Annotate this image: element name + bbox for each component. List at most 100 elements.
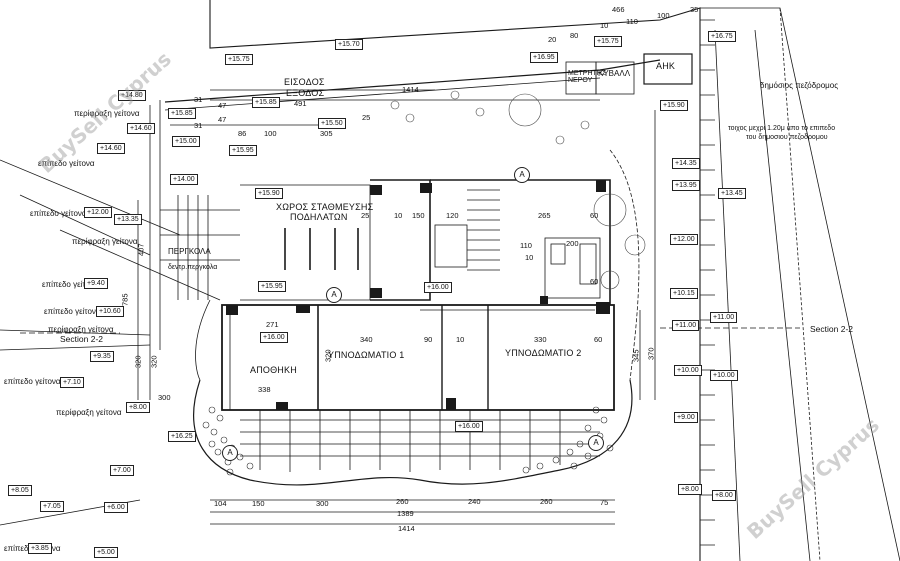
level-marker: +16.95 [530,52,558,63]
level-marker: +8.00 [712,490,736,501]
dimension-label: 300 [158,393,171,402]
planter-marker: A [588,435,604,451]
neighbor-level-label: επίπεδο γείτονα [38,159,95,168]
dimension-label: 104 [214,499,227,508]
level-marker: +10.00 [710,370,738,381]
dimension-label: 150 [252,499,265,508]
dimension-label: 80 [570,31,579,40]
dimension-label: 240 [468,497,481,506]
neighbor-level-label: επίπεδο γείτονα [42,280,99,289]
level-marker: +11.00 [672,320,700,331]
level-marker: +9.35 [90,351,114,362]
dimension-label: 407 [136,243,146,257]
dimension-label: 271 [266,320,279,329]
dimension-label: 320 [149,355,159,369]
dimension-label: 260 [396,497,409,506]
dimension-label: 320 [323,349,333,363]
dimension-label: 466 [612,5,625,14]
parking-label-line2: ΠΟΔΗΛΑΤΩΝ [290,212,348,222]
neighbor-level-label: επίπεδο γείτονα [44,307,101,316]
level-marker: +15.00 [172,136,200,147]
dimension-label: 120 [446,211,459,220]
level-marker: +9.40 [84,278,108,289]
dimension-label: 35 [690,5,699,14]
level-marker: +14.35 [672,158,700,169]
level-marker: +8.00 [678,484,702,495]
dimension-label: 100 [657,11,670,20]
dimension-label: 10 [600,21,609,30]
level-marker: +12.00 [84,207,112,218]
dimension-label: 330 [534,335,547,344]
dimension-label: 1389 [397,509,414,518]
level-marker: +12.00 [670,234,698,245]
dimension-label: 75 [600,498,609,507]
level-marker: +15.85 [168,108,196,119]
level-marker: +6.00 [104,502,128,513]
dimension-label: 338 [258,385,271,394]
dimension-label: 10 [456,335,465,344]
level-marker: +16.25 [168,431,196,442]
dimension-label: 150 [412,211,425,220]
dimension-label: 60 [590,211,599,220]
neighbor-level-label: επίπεδο γείτονα [4,377,61,386]
level-marker: +15.50 [318,118,346,129]
dimension-label: 110 [520,241,532,250]
dimension-label: 110 [626,17,638,26]
level-marker: +8.00 [126,402,150,413]
level-marker: +16.00 [455,421,483,432]
level-marker: +13.35 [114,214,142,225]
meter-label: ΜΕΤΡΗΤΗΣ ΝΕΡΟΥ [568,70,607,84]
dimension-label: 25 [361,211,370,220]
dimension-label: 47 [218,101,227,110]
level-marker: +13.95 [672,180,700,191]
dimension-label: 1414 [398,524,415,533]
dimension-label: 265 [538,211,551,220]
dimension-label: 200 [566,239,579,248]
neighbor-fence-label: περίφραξη γείτονα [74,109,140,118]
dimension-label: 90 [424,335,433,344]
wall-note-line2: του δημοσιου πεζοδρομου [746,134,828,141]
level-marker: +11.00 [710,312,738,323]
level-marker: +15.90 [660,100,688,111]
dimension-label: 100 [264,129,277,138]
wall-note-line1: τοιχος μεχρι 1.20μ απο το επιπεδο [728,125,836,132]
level-marker: +7.05 [40,501,64,512]
parking-label-line1: ΧΩΡΟΣ ΣΤΑΘΜΕΥΣΗΣ [276,202,374,212]
level-marker: +5.00 [94,547,118,558]
level-marker: +15.90 [255,188,283,199]
section-left-label: Section 2-2 [60,334,103,344]
bedroom-1-label: ΥΠΝΟΔΩΜΑΤΙΟ 1 [328,350,405,360]
dimension-label: 305 [320,129,333,138]
neighbor-fence-label: περίφραξη γείτονα [48,325,114,334]
section-right-label: Section 2-2 [810,324,853,334]
planter-marker: A [326,287,342,303]
level-marker: +10.00 [674,365,702,376]
level-marker: +16.75 [708,31,736,42]
tree-note-label: δεντρ.περγκολα [168,264,218,271]
dimension-label: 10 [525,253,534,262]
dimension-label: 60 [594,335,603,344]
dimension-label: 340 [360,335,373,344]
level-marker: +7.00 [110,465,134,476]
dimension-label: 320 [133,355,143,369]
public-sidewalk-label: δημόσιος πεζόδρομος [760,81,839,90]
exit-label: ΕΞΟΔΟΣ [286,88,325,98]
dimension-label: 31 [194,121,203,130]
level-marker: +15.70 [335,39,363,50]
level-marker: +15.75 [594,36,622,47]
level-marker: +16.00 [260,332,288,343]
pergola-label: ΠΕΡΓΚΟΛΑ [168,247,211,256]
level-marker: +15.95 [229,145,257,156]
planter-marker: A [514,167,530,183]
planter-marker: A [222,445,238,461]
dimension-label: 25 [362,113,371,122]
level-marker: +14.60 [127,123,155,134]
entrance-label: ΕΙΣΟΔΟΣ [284,77,325,87]
bins-label: ΚΥΒΑΛΛ [598,69,631,78]
neighbor-level-label: επίπεδο γείτονα [30,209,87,218]
dimension-label: 86 [238,129,247,138]
level-marker: +3.85 [28,543,52,554]
level-marker: +10.15 [670,288,698,299]
dimension-label: 491 [294,99,307,108]
